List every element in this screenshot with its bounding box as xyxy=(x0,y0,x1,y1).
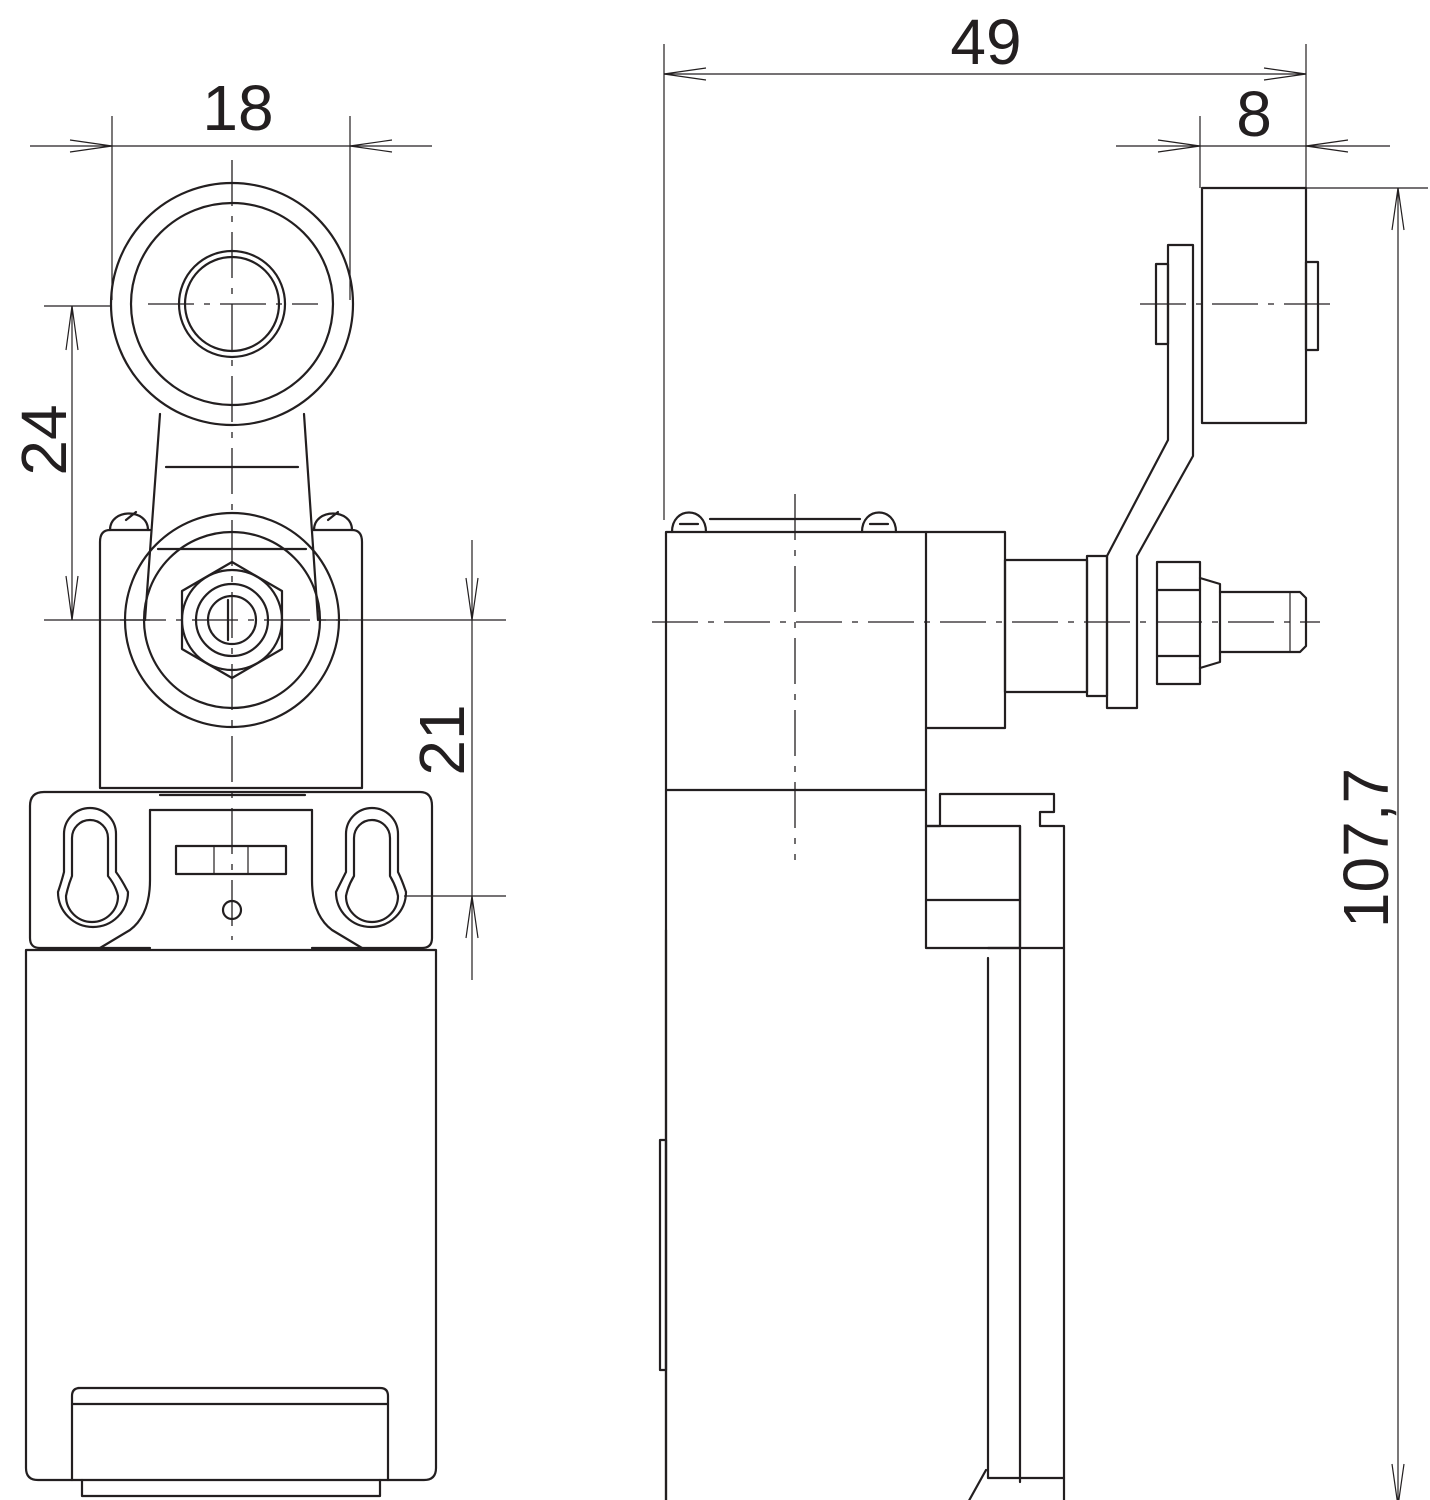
dim-8-label: 8 xyxy=(1236,78,1272,150)
side-screw-right xyxy=(860,511,898,534)
front-actuator-slot xyxy=(174,844,288,876)
front-head-housing xyxy=(98,528,364,790)
dim-107-arrow-bottom xyxy=(1391,1463,1405,1500)
front-body xyxy=(24,948,438,1482)
front-view xyxy=(24,160,438,1498)
side-roller xyxy=(1200,186,1308,425)
side-cover-hinge xyxy=(968,1468,988,1500)
front-screw-right xyxy=(312,512,354,532)
dim-49-arrow-right xyxy=(1263,67,1307,81)
side-mount-block xyxy=(924,824,1022,950)
front-screw-right-slot xyxy=(326,510,340,522)
front-screw-left-slot xyxy=(124,510,138,522)
dim-18-arrow-left xyxy=(69,139,113,153)
dim-21-arrow-bottom xyxy=(465,895,479,939)
front-keyhole-left-inner xyxy=(64,818,120,924)
front-cable-gland-top xyxy=(70,1386,390,1482)
dim-21-arrow-top xyxy=(465,577,479,621)
front-keyhole-left xyxy=(56,806,130,929)
side-body-outline xyxy=(664,788,1066,1500)
dim-107-label: 107,7 xyxy=(1330,768,1402,928)
dim-49-label: 49 xyxy=(950,6,1021,78)
side-roller-pin-right xyxy=(1304,260,1320,352)
dim-8-arrow-left xyxy=(1157,139,1201,153)
side-nut-chamfer xyxy=(1198,576,1222,670)
front-keyhole-right-inner xyxy=(344,818,400,924)
side-cover xyxy=(986,824,1066,1484)
front-flange-inner xyxy=(98,808,364,950)
front-lever-arm xyxy=(143,412,320,622)
dim-18-arrow-right xyxy=(349,139,393,153)
side-head xyxy=(664,530,1007,792)
front-flange-outline xyxy=(28,790,434,950)
front-keyhole-right xyxy=(334,806,408,929)
dim-24-arrow-top xyxy=(65,305,79,351)
front-screw-left xyxy=(108,512,150,532)
side-shaft-boss xyxy=(1003,558,1089,694)
side-lever xyxy=(1105,243,1195,710)
dim-24-label: 24 xyxy=(8,404,80,475)
side-shaft-collar xyxy=(1085,554,1109,698)
dim-49-arrow-left xyxy=(663,67,707,81)
dim-18-label: 18 xyxy=(202,72,273,144)
side-view xyxy=(652,186,1330,1500)
dim-24-arrow-bottom xyxy=(65,575,79,621)
side-screw-left xyxy=(670,511,708,534)
front-cable-gland-bottom xyxy=(80,1478,382,1498)
dim-8-arrow-right xyxy=(1305,139,1349,153)
dimensions: 18 24 21 49 8 107,7 xyxy=(8,6,1428,1500)
side-nut xyxy=(1155,560,1202,686)
dim-21-label: 21 xyxy=(406,704,478,775)
front-flange-top-slot xyxy=(148,793,314,812)
dim-107-arrow-top xyxy=(1391,187,1405,231)
side-body-tab xyxy=(658,1138,668,1372)
